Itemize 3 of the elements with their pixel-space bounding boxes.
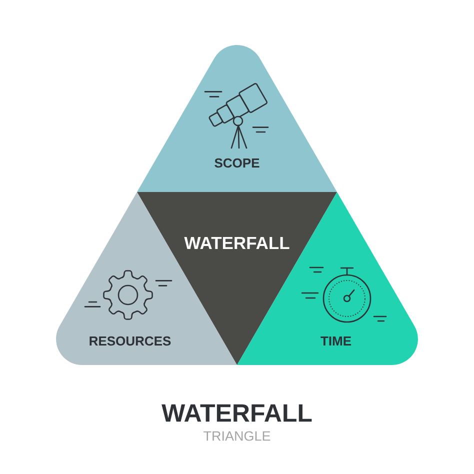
triangle-segment: SCOPE <box>137 44 337 192</box>
subtitle: TRIANGLE <box>204 431 270 441</box>
title: WATERFALL <box>162 404 312 422</box>
